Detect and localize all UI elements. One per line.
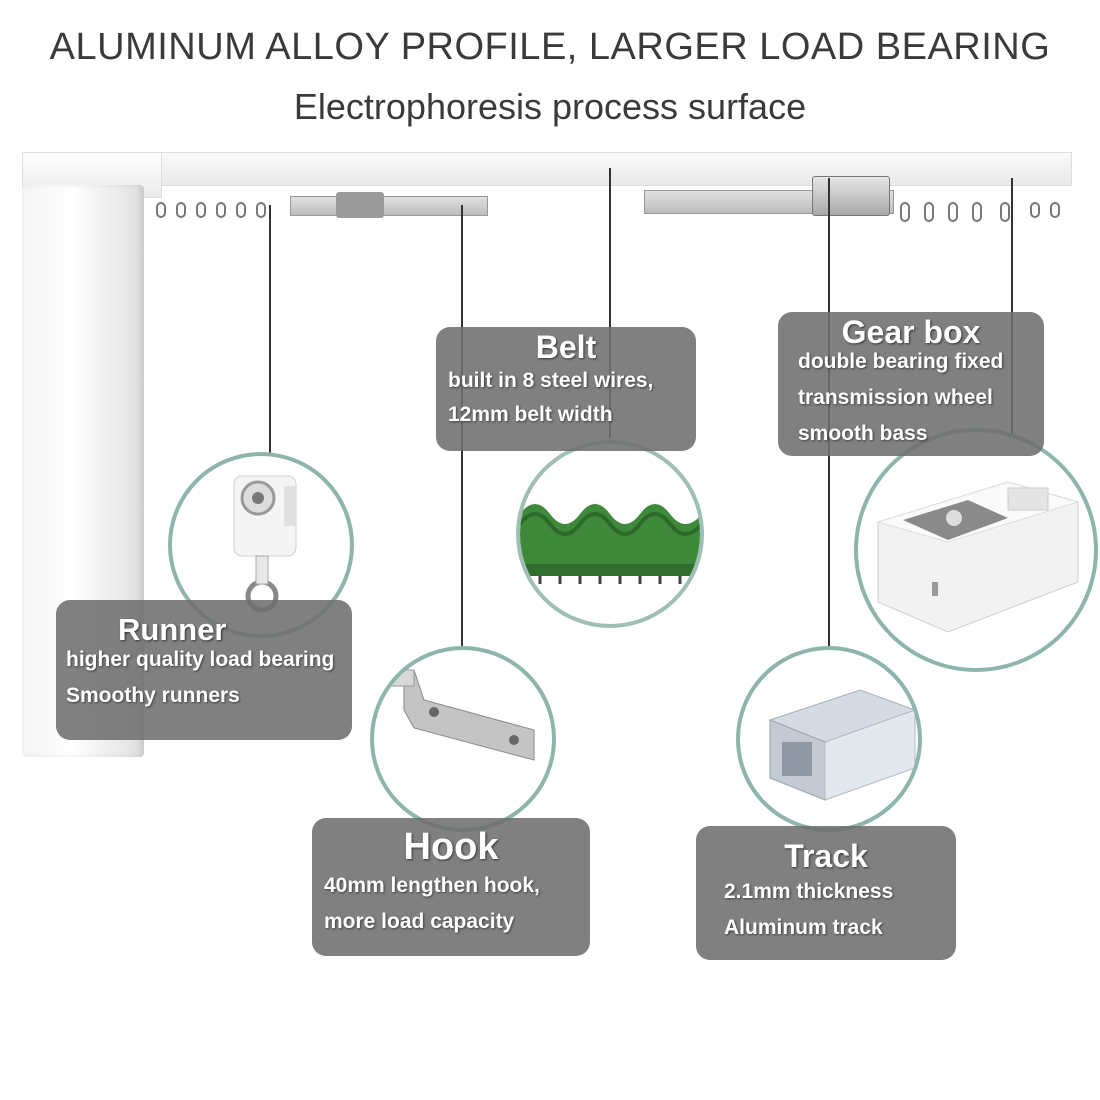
belt-callout-title: Belt [535, 329, 597, 365]
gearbox-block [812, 176, 890, 216]
belt-callout: Belt built in 8 steel wires, 12mm belt w… [436, 327, 696, 451]
runner-illustration [233, 475, 297, 613]
track-callout: Track 2.1mm thickness Aluminum track [696, 826, 956, 960]
belt-leader-line [609, 168, 611, 438]
gearbox-callout-line-2: transmission wheel [798, 386, 993, 409]
main-title: ALUMINUM ALLOY PROFILE, LARGER LOAD BEAR… [49, 26, 1051, 68]
curtain-rail [22, 152, 1072, 186]
track-illustration [768, 689, 917, 801]
track-callout-title: Track [784, 838, 868, 874]
gearbox-callout: Gear box double bearing fixed transmissi… [778, 312, 1044, 456]
gearbox-callout-line-3: smooth bass [798, 422, 928, 445]
hook-callout-title: Hook [403, 826, 499, 868]
hook-bracket-block [336, 192, 384, 218]
runner-leader-line [269, 205, 271, 455]
track-callout-line-1: 2.1mm thickness [724, 880, 894, 903]
runner-callout: Runner higher quality load bearing Smoot… [56, 600, 352, 740]
gearbox-illustration [876, 481, 1080, 633]
gearbox-callout-line-1: double bearing fixed [798, 350, 1004, 373]
subtitle: Electrophoresis process surface [293, 86, 807, 127]
hook-illustration [383, 669, 535, 761]
gearbox-leader-line [1011, 178, 1013, 436]
gearbox-detail-circle [854, 428, 1098, 672]
hook-callout: Hook 40mm lengthen hook, more load capac… [312, 818, 590, 956]
gearbox-callout-title: Gear box [841, 314, 981, 350]
track-callout-line-2: Aluminum track [724, 916, 883, 939]
hook-callout-line-1: 40mm lengthen hook, [324, 874, 540, 897]
belt-illustration [520, 504, 700, 584]
hook-detail-circle [370, 646, 556, 832]
track-detail-circle [736, 646, 922, 832]
belt-detail-circle [516, 440, 704, 628]
hook-callout-line-2: more load capacity [324, 910, 515, 933]
belt-callout-line-1: built in 8 steel wires, [448, 369, 654, 392]
runner-callout-line-1: higher quality load bearing [66, 648, 335, 671]
runner-callout-line-2: Smoothy runners [66, 684, 240, 707]
runner-callout-title: Runner [118, 612, 227, 647]
belt-callout-line-2: 12mm belt width [448, 403, 613, 426]
hook-bracket [290, 196, 488, 216]
